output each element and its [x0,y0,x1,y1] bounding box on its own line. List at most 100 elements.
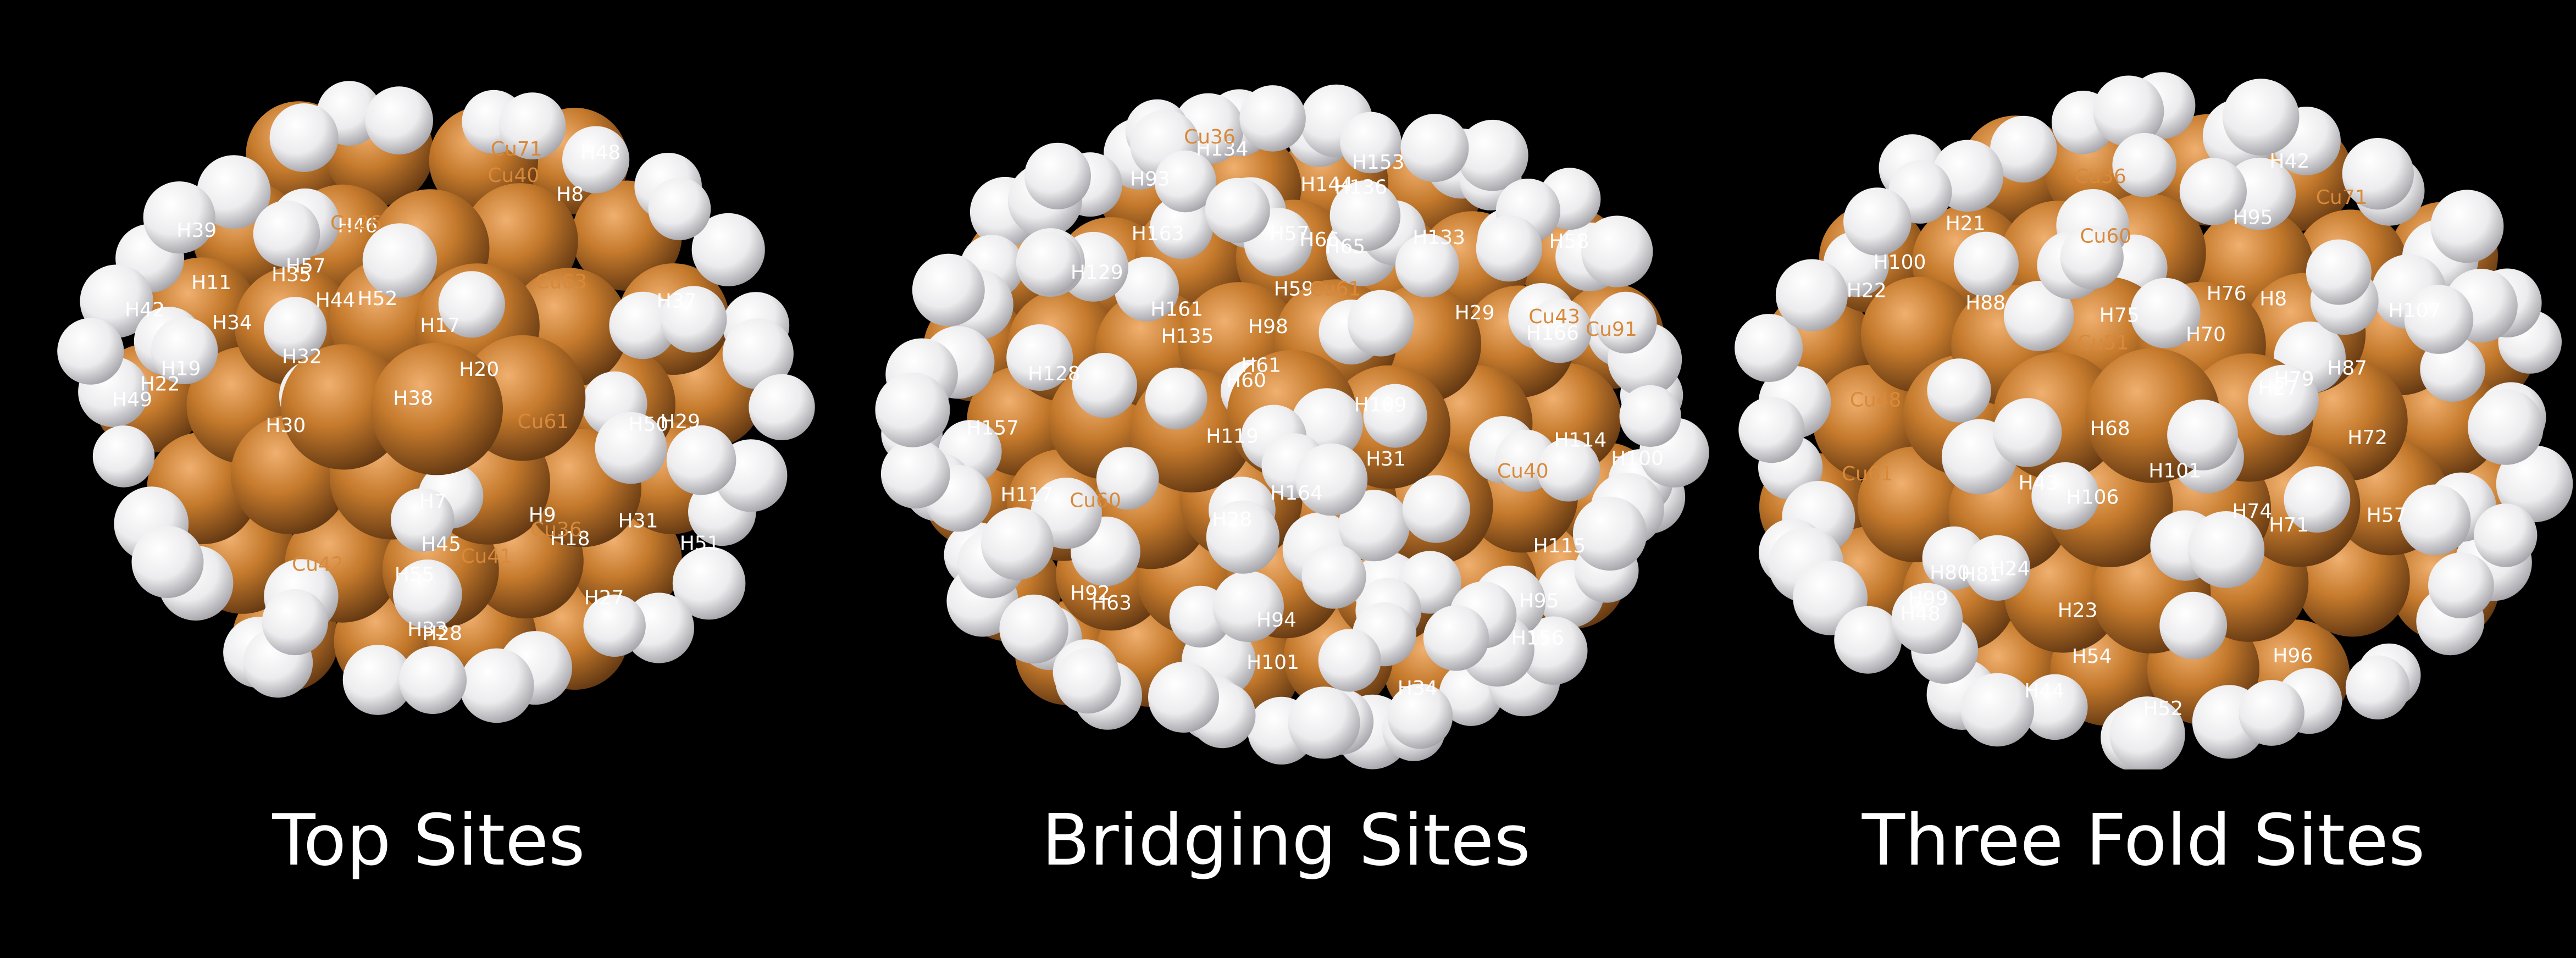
hydrogen-atom [264,297,327,360]
atom-label: Cu51 [2078,331,2129,354]
atom-label: H11 [191,272,231,294]
hydrogen-atom [1205,178,1270,243]
caption-bridging-sites: Bridging Sites [1042,800,1531,882]
atom-label: Cu63 [535,270,587,293]
hydrogen-atom [2179,158,2247,225]
atom-label: H93 [1130,168,1170,191]
hydrogen-atom [2468,389,2544,465]
hydrogen-atom [1024,142,1091,209]
caption-three-fold-sites: Three Fold Sites [1862,800,2425,882]
atom-label: H34 [212,312,252,334]
hydrogen-atom [2430,190,2504,263]
hydrogen-atom [595,412,667,484]
hydrogen-atom [2167,400,2238,470]
hydrogen-atom [1006,324,1073,391]
hydrogen-atom [1927,358,1991,423]
atom-label: H55 [395,564,435,586]
atom-label: Cu26 [330,212,382,235]
hydrogen-atom [1775,259,1848,331]
atom-label: H22 [140,373,180,395]
atom-label: H134 [1196,138,1249,160]
hydrogen-atom [2187,511,2265,588]
atom-label: Cu61 [1842,463,1893,485]
atom-label: H39 [176,219,217,242]
hydrogen-atom [2496,445,2573,523]
atom-label: H161 [1150,298,1203,321]
atom-label: H48 [580,142,621,164]
atom-label: H129 [1071,261,1123,284]
atom-label: H35 [272,263,312,286]
atom-label: Cu40 [1497,460,1549,483]
atom-label: H31 [618,510,658,533]
hydrogen-atom [2003,281,2074,351]
atom-label: H107 [2389,300,2441,322]
hydrogen-atom [691,213,765,286]
atom-label: H101 [2148,459,2201,482]
atom-label: Cu91 [1586,318,1637,341]
atom-label: H34 [1398,677,1438,700]
cluster-image-bridging-sites: H164H133H100H92H61H153H129H98H161H34H63H… [875,84,1709,769]
hydrogen-atom [648,178,711,241]
hydrogen-atom [253,200,320,268]
atom-label: H153 [1352,151,1405,174]
hydrogen-atom [1154,150,1216,213]
hydrogen-atom [2474,503,2538,567]
atom-label: H94 [1256,609,1297,632]
hydrogen-atom [1476,215,1542,282]
atom-label: H31 [1366,448,1406,470]
atom-label: H8 [556,183,584,206]
hydrogen-atom [391,488,455,552]
hydrogen-atom [2022,674,2088,740]
hydrogen-atom [912,253,985,326]
atom-label: H117 [1001,484,1054,506]
hydrogen-atom [1363,384,1427,448]
hydrogen-atom [1581,215,1653,287]
hydrogen-atom [1400,114,1469,182]
cluster-image-three-fold-sites: H54H74H72H71H70H27H96H95H81H22H42H100H80… [1735,72,2573,769]
atom-label: H106 [2067,486,2119,508]
atom-label: Cu40 [487,164,539,187]
atom-label: H7 [419,491,447,513]
hydrogen-atom [1964,535,2030,601]
atom-label: H45 [421,533,461,556]
atom-label: H20 [459,358,499,381]
hydrogen-atom [1072,353,1137,418]
atom-label: H61 [1241,355,1281,377]
hydrogen-atom [1423,605,1489,671]
atom-label: H109 [1354,394,1407,416]
hydrogen-atom [1402,475,1470,543]
hydrogen-atom [393,560,462,629]
atom-label: H30 [265,414,306,437]
hydrogen-atom [2345,655,2410,719]
atom-label: H38 [393,387,433,410]
atom-label: H44 [2024,680,2064,702]
hydrogen-atom [2112,132,2176,197]
hydrogen-atom [2306,239,2372,305]
atom-label: H128 [1028,363,1081,385]
atom-label: H92 [1070,582,1110,605]
atom-label: H71 [2269,514,2309,536]
hydrogen-atom [269,103,339,172]
atom-label: H49 [112,389,152,411]
hydrogen-atom [1114,257,1179,322]
atom-label: H68 [2090,418,2130,440]
hydrogen-atom [1990,115,2057,183]
hydrogen-atom [1595,291,1657,354]
atom-label: H23 [2058,599,2098,622]
atom-label: H19 [161,357,201,380]
atom-label: H8 [2259,288,2287,311]
atom-label: H81 [1961,563,2001,586]
hydrogen-atom [57,318,124,385]
caption-top-sites: Top Sites [272,800,585,882]
hydrogen-atom [362,223,437,298]
hydrogen-atom [1960,673,2034,747]
atom-label: H51 [680,533,720,555]
atom-label: Cu41 [461,545,512,568]
atom-label: H75 [2099,304,2140,327]
hydrogen-atom [1738,397,1805,463]
hydrogen-atom [722,318,794,390]
hydrogen-atom [875,372,950,447]
atom-label: H136 [1334,176,1387,199]
hydrogen-atom [562,126,630,193]
